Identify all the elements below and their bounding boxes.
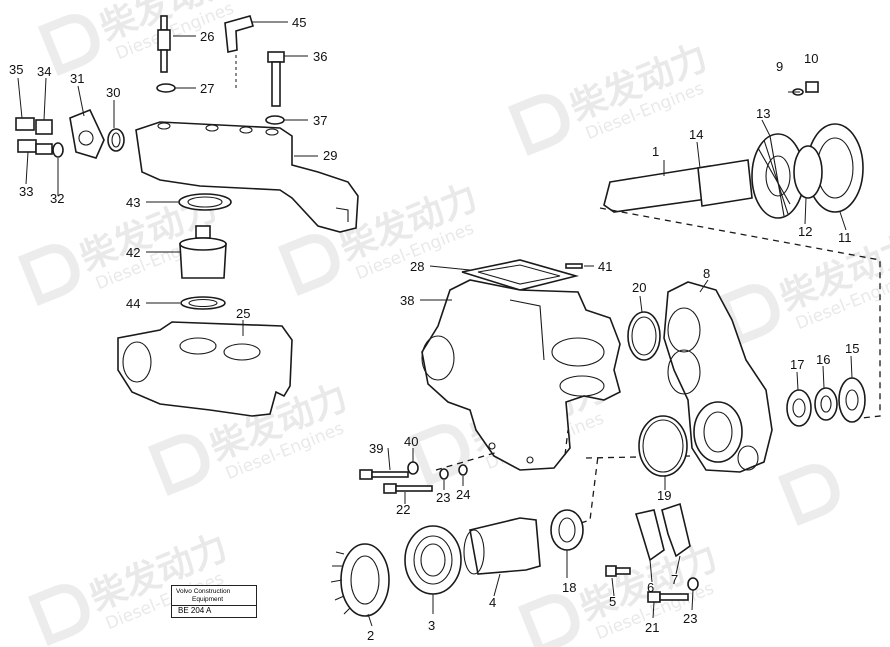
part-temperature-sensor	[157, 15, 171, 73]
drawing-code: BE 204 A	[178, 606, 212, 615]
part-bearing	[404, 525, 462, 595]
part-elbow-fitting	[224, 15, 254, 90]
part-studs	[15, 117, 64, 158]
callout-19: 19	[657, 488, 671, 503]
callout-42: 42	[126, 245, 140, 260]
part-gasket	[178, 193, 232, 211]
part-o-ring	[627, 311, 661, 361]
callout-23: 23	[683, 611, 697, 626]
part-gasket	[638, 415, 688, 477]
part-pin	[565, 263, 583, 269]
part-sleeve	[463, 517, 541, 575]
watermark-logo-icon	[717, 284, 780, 346]
callout-23: 23	[436, 490, 450, 505]
part-screw	[605, 565, 631, 577]
title-block: Volvo Construction Equipment BE 204 A	[171, 585, 257, 618]
part-seal	[180, 296, 226, 310]
part-pump-casing	[663, 281, 773, 473]
part-flange	[69, 108, 105, 159]
callout-20: 20	[632, 280, 646, 295]
part-cover-plate	[461, 259, 580, 291]
callout-10: 10	[804, 51, 818, 66]
part-impeller	[751, 133, 805, 219]
callout-21: 21	[645, 620, 659, 635]
callout-17: 17	[790, 357, 804, 372]
callout-11: 11	[838, 230, 852, 245]
watermark-logo-icon	[517, 594, 580, 647]
callout-3: 3	[428, 618, 435, 633]
watermark-logo-icon	[777, 464, 840, 526]
part-bolt	[792, 81, 819, 96]
callout-15: 15	[845, 341, 859, 356]
callout-43: 43	[126, 195, 140, 210]
watermark-logo-icon	[17, 244, 80, 306]
title-block-code-cell: BE 204 A	[172, 605, 256, 617]
part-washer	[265, 115, 285, 125]
watermark-logo-icon	[277, 234, 340, 296]
callout-37: 37	[313, 113, 327, 128]
part-bolt	[267, 51, 285, 107]
callout-32: 32	[50, 191, 64, 206]
leader-lines	[17, 21, 853, 627]
part-seal	[550, 509, 584, 551]
callout-25: 25	[236, 306, 250, 321]
part-bearing	[786, 377, 866, 427]
callout-12: 12	[798, 224, 812, 239]
callout-36: 36	[313, 49, 327, 64]
title-block-manufacturer: Volvo Construction	[176, 588, 231, 595]
watermark-logo-icon	[507, 94, 570, 156]
part-thrust-washers	[634, 502, 691, 562]
callout-2: 2	[367, 628, 374, 643]
callout-27: 27	[200, 81, 214, 96]
callout-18: 18	[562, 580, 576, 595]
part-pump-housing	[421, 279, 621, 471]
part-o-ring	[107, 128, 125, 152]
callout-24: 24	[456, 487, 470, 502]
callout-1: 1	[652, 144, 659, 159]
watermark-logo-icon	[147, 434, 210, 496]
part-shaft	[603, 165, 715, 213]
part-pulley	[793, 123, 864, 213]
callout-29: 29	[323, 148, 337, 163]
callout-35: 35	[9, 62, 23, 77]
watermark-logo-icon	[27, 584, 90, 646]
callout-6: 6	[647, 580, 654, 595]
callout-30: 30	[106, 85, 120, 100]
callout-41: 41	[598, 259, 612, 274]
callout-numbers: 26 27 45 36 37 29 30 31 34 35 33 32 43 4…	[9, 15, 859, 643]
alignment-dashed-line	[564, 429, 569, 456]
callout-45: 45	[292, 15, 306, 30]
callout-26: 26	[200, 29, 214, 44]
watermark-logo-icon	[407, 424, 470, 486]
part-washer	[156, 83, 176, 93]
callout-9: 9	[776, 59, 783, 74]
callout-39: 39	[369, 441, 383, 456]
part-lower-housing	[117, 321, 293, 417]
callout-13: 13	[756, 106, 770, 121]
callout-28: 28	[410, 259, 424, 274]
callout-7: 7	[671, 572, 678, 587]
part-bolts	[359, 461, 468, 494]
title-block-department: Equipment	[192, 596, 224, 603]
callout-5: 5	[609, 594, 616, 609]
part-thermostat-housing	[135, 121, 359, 233]
callout-4: 4	[489, 595, 496, 610]
callout-16: 16	[816, 352, 830, 367]
callout-22: 22	[396, 502, 410, 517]
callout-44: 44	[126, 296, 140, 311]
watermark-logo-icon	[37, 14, 100, 76]
part-sleeve	[697, 159, 753, 207]
callout-33: 33	[19, 184, 33, 199]
part-thermostat	[179, 225, 227, 279]
callout-34: 34	[37, 64, 51, 79]
callout-38: 38	[400, 293, 414, 308]
part-gear	[330, 543, 390, 617]
callout-8: 8	[703, 266, 710, 281]
callout-31: 31	[70, 71, 84, 86]
callout-40: 40	[404, 434, 418, 449]
callout-14: 14	[689, 127, 703, 142]
part-bolt	[647, 577, 699, 603]
